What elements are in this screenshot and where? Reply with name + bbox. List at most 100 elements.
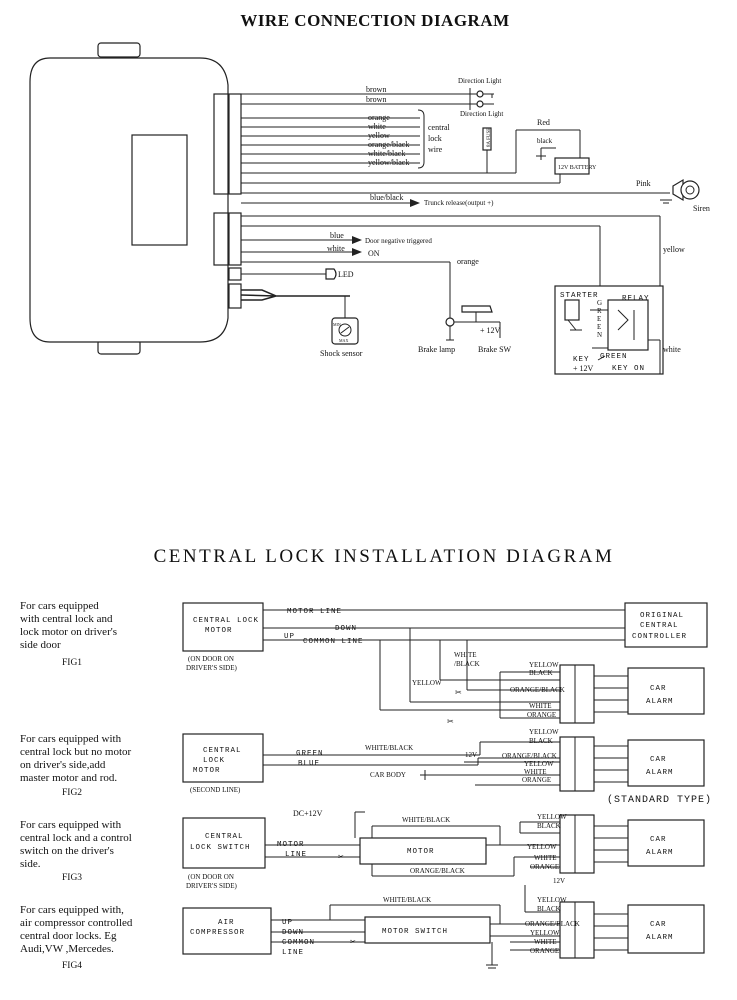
fig1-controller-2: CENTRAL [640,622,679,630]
fig2-motor-text-1: CENTRAL [203,747,242,755]
wire-blue: blue [330,231,344,240]
siren-icon [660,178,700,204]
fig3-orange: ORANGE [530,863,559,871]
fig3-scissors-icon: ✂ [338,853,344,861]
fig4-desc-3: central door locks. Eg [20,930,117,942]
fig2-white: WHITE [524,768,547,776]
fig1-desc-1: For cars equipped [20,600,99,612]
fig4-line: LINE [282,949,304,957]
fig1-controller-1: ORIGINAL [640,612,684,620]
fig3-wb: WHITE/BLACK [402,816,450,824]
fig1-desc-2: with central lock and [20,613,113,625]
fig4-compressor-box [182,907,272,955]
fig4-comp-text-1: AIR [218,919,235,927]
harness-wires [240,93,670,318]
fig3-desc-2: central lock and a control [20,832,132,844]
wire-white: white [368,122,386,131]
fig3-alarm-2: ALARM [646,849,674,857]
brake-sw-icon [461,305,493,313]
trunk-release-label: Trunck release(output +) [424,199,494,207]
fig3-note-1: (ON DOOR ON [188,873,234,881]
fig3-alarm-1: CAR [650,836,667,844]
fig4-yb-2: BLACK [537,905,561,913]
fig3-alarm-box [627,819,705,867]
starter-icon [564,299,580,321]
fig4-switch-box [364,916,491,944]
fig1-ob: ORANGE/BLACK [510,686,565,694]
brake-lamp-label: Brake lamp [418,345,455,354]
fig1-common: COMMON LINE [303,638,364,646]
fig4-down: DOWN [282,929,304,937]
fig4-wb: WHITE/BLACK [383,896,431,904]
fig4-switch-text: MOTOR SWITCH [382,928,448,936]
led-label: LED [338,270,354,279]
fig4-desc-1: For cars equipped with, [20,904,124,916]
fig3-dc12v: DC+12V [293,809,323,818]
green-v-3: E [597,315,601,323]
door-arrow [352,236,362,244]
fig2-desc-1: For cars equipped with [20,733,122,745]
fig4-alarm-box [627,904,705,954]
fig1-alarm-box [627,667,705,715]
central-lock-label-2: lock [428,134,442,143]
fig1-desc-4: side door [20,639,61,651]
trunk-arrow [410,199,420,207]
fig1-white: WHITE [529,702,552,710]
brake-lamp-icon [445,317,455,327]
fuse-battery-group [480,127,590,183]
door-negative-label: Door negative triggered [365,237,432,245]
fig2-alarm-1: CAR [650,756,667,764]
fig2-alarm-2: ALARM [646,769,674,777]
wire-orange: orange [368,113,390,122]
fig2-12v: 12V [465,751,477,759]
fig4-label: FIG4 [62,961,82,971]
wire-white-3: white [663,345,681,354]
fig1-label: FIG1 [62,658,82,668]
fig1-desc-3: lock motor on driver's [20,626,117,638]
wire-red: Red [537,118,550,127]
brake-sw-label: Brake SW [478,345,512,354]
wire-brown-2: brown [366,95,386,104]
fig1-up: UP [284,633,295,641]
relay-icon [607,299,649,351]
green-v-2: R [597,307,602,315]
fig2-desc-3: on driver's side,add [20,759,106,771]
fig2-orange: ORANGE [522,776,551,784]
key-12v-label: + 12V [573,364,594,373]
fig2-car-body: CAR BODY [370,771,406,779]
wire-orange-2: orange [457,257,479,266]
control-unit [29,42,242,355]
fig4-yellow: YELLOW [530,929,560,937]
on-arrow [352,248,362,256]
fuse-label: 8A FUSE [487,128,492,147]
green-v-5: N [597,331,602,339]
fig1-wb-2: /BLACK [454,660,480,668]
fig2-group [182,733,705,792]
fig1-connector [559,664,595,724]
fig1-yellow: YELLOW [412,679,442,687]
fig1-group: ✂ ✂ [182,602,708,726]
fig1-motor-line: MOTOR LINE [287,608,342,616]
starter-relay-group [554,216,664,375]
fig3-yb-2: BLACK [537,822,561,830]
fig4-up: UP [282,919,293,927]
fig4-desc-2: air compressor controlled [20,917,133,929]
wire-orange-black: orange/black [368,140,409,149]
shock-sensor-icon [331,317,359,345]
shock-max: MAX [339,338,348,343]
fig3-motor-text: MOTOR [407,848,435,856]
brake-group [445,262,501,341]
wire-white-black: white/black [368,149,405,158]
wire-yellow: yellow [368,131,390,140]
siren-label: Siren [693,204,710,213]
fig4-scissors-icon: ✂ [350,938,356,946]
scissors-icon-2: ✂ [447,717,454,726]
green-label: GREEN [600,353,628,361]
fig3-connector [559,814,595,874]
fig2-motor-box [182,733,264,783]
fig1-down: DOWN [335,625,357,633]
fig3-white: WHITE [534,854,557,862]
scissors-icon: ✂ [455,688,462,697]
fig2-yellow: YELLOW [524,760,554,768]
